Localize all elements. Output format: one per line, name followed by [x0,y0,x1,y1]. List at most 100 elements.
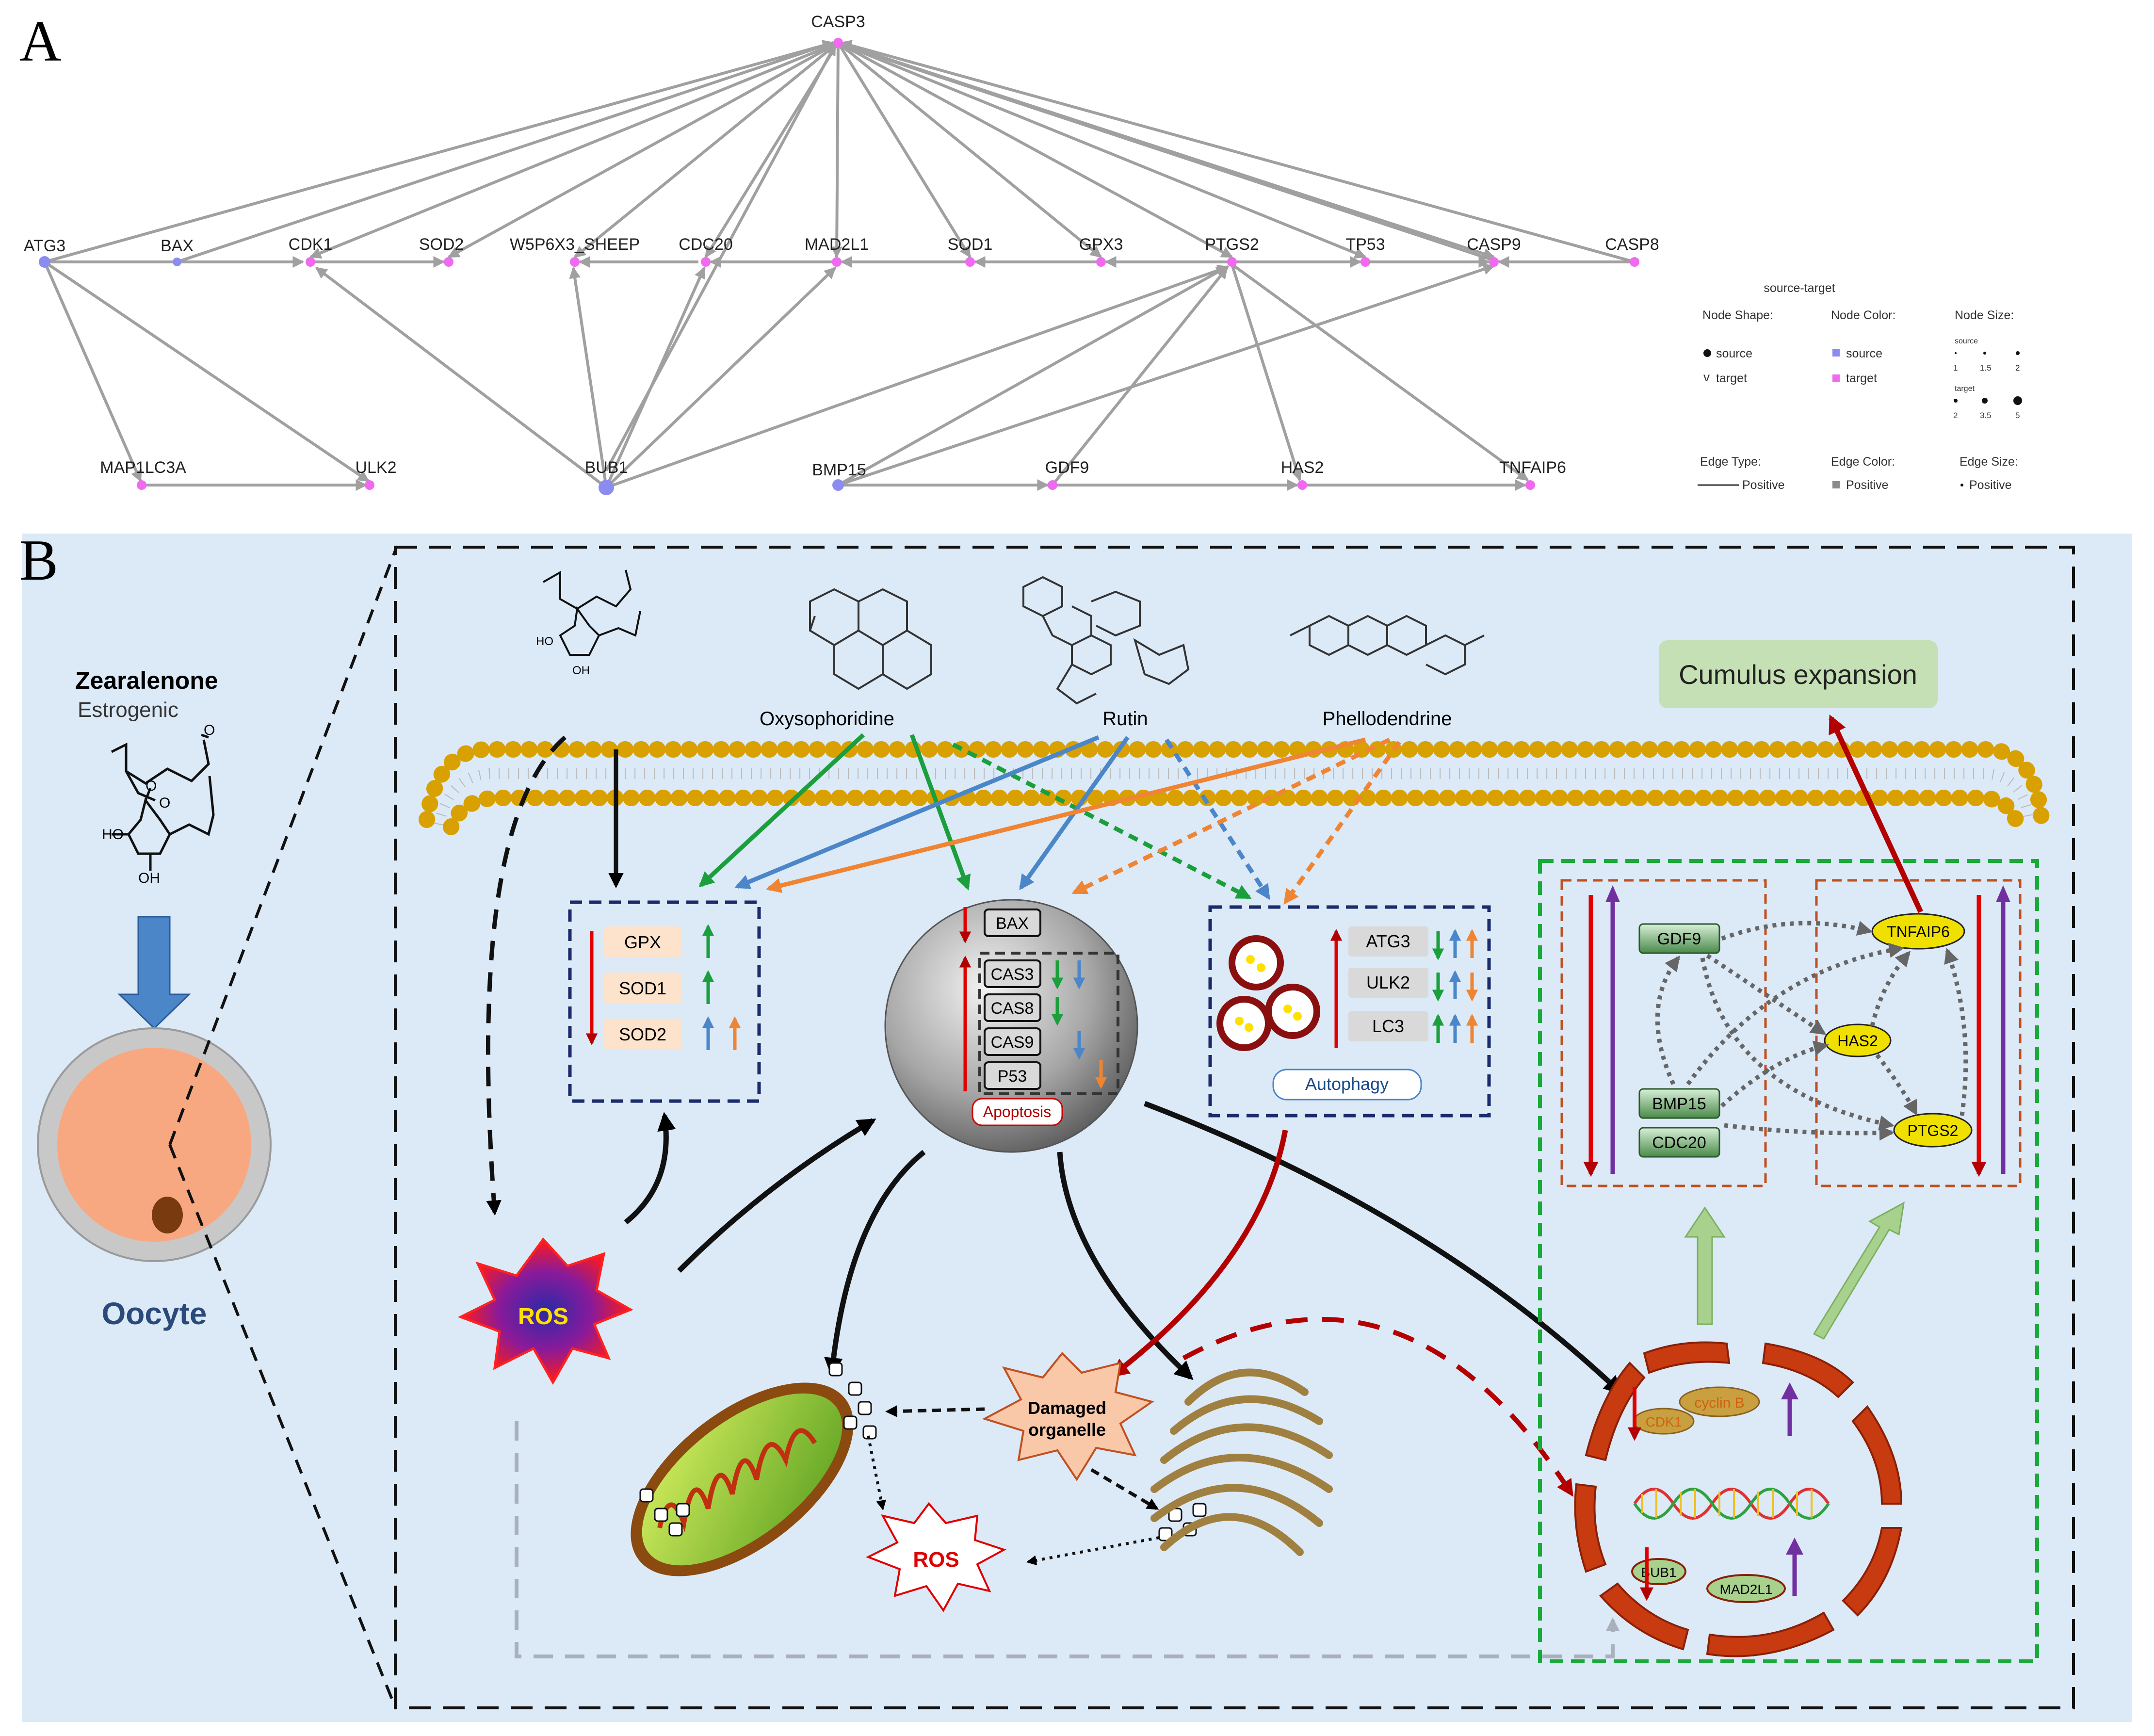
apoptosis-sphere [884,899,1138,1153]
gene-p53: P53 [998,1067,1027,1086]
oocyte [37,1027,272,1262]
gene-ulk2: ULK2 [1366,973,1410,992]
zearalenone-arrow [117,916,191,1030]
node-gpx3: GPX3 [1079,235,1123,254]
legend-shape-target: target [1716,372,1747,385]
oxysophoridine-structure [809,588,932,690]
gene-tnfaip6: TNFAIP6 [1887,923,1950,941]
panel-b: B Zearalenone Estrogenic HO OH O O O Ooc… [19,528,2132,1722]
zearalenone-structure [111,733,215,871]
node-tp53: TP53 [1345,235,1385,254]
gene-atg3: ATG3 [1366,931,1410,951]
ros-secondary-burst [866,1502,1006,1612]
node-map1lc3a: MAP1LC3A [100,458,186,477]
up-arrow-left [1684,1206,1726,1325]
granulosa-genes-left: GDF9 BMP15 CDC20 [1638,923,1720,1158]
damaged-label-line2: organelle [1028,1420,1106,1440]
panel-b-label: B [19,528,58,592]
legend-edge-type-title: Edge Type: [1700,455,1761,469]
zoom-frame [394,546,2075,1709]
network-edges [43,40,1635,491]
node-gdf9: GDF9 [1045,458,1089,477]
zea-inner-oh: OH [572,664,590,677]
left-orange-box [1560,879,1767,1187]
tnfaip6-to-cumulus-arrow [1829,714,1923,913]
gene-cas8: CAS8 [991,999,1034,1018]
damaged-label-line1: Damaged [1028,1398,1106,1418]
gene-sod2: SOD2 [619,1024,666,1044]
panel-a-label: A [19,9,62,73]
node-bax: BAX [161,237,194,255]
autophagy-to-damage-arrow [1110,1129,1288,1378]
gene-cas9: CAS9 [991,1033,1034,1052]
right-orange-box [1815,879,2022,1187]
legend-size-source-tick-3: 2 [2015,363,2020,373]
rutin-structure [1022,576,1190,705]
legend-edge-size-value: Positive [1969,478,2012,492]
dna-helix [1633,1488,1830,1520]
node-sod1: SOD1 [948,235,993,254]
cell-membrane [419,741,2050,835]
gene-gdf9: GDF9 [1657,930,1701,948]
golgi-apparatus [1150,1368,1333,1556]
node-tnfaip6: TNFAIP6 [1499,458,1566,477]
node-casp9: CASP9 [1467,235,1521,254]
apoptosis-inner-genes: CAS3 CAS8 CAS9 P53 [984,959,1041,1090]
cumulus-box [1659,640,1938,708]
nucleus-envelope [1574,1341,1903,1657]
legend-size-source-tick-2: 1.5 [1980,363,1992,373]
estrogenic-label: Estrogenic [78,698,178,722]
apoptosis-label: Apoptosis [983,1103,1052,1120]
zea-o-2: O [159,795,170,811]
zoom-line-bottom [168,1144,397,1708]
legend-title: source-target [1764,281,1835,295]
nucleus-mad2l1: MAD2L1 [1720,1582,1773,1597]
legend-size-target-label: target [1955,385,1975,393]
gene-cdc20: CDC20 [1652,1134,1706,1152]
zea-oh-2: OH [138,870,160,886]
gene-bax: BAX [996,914,1029,933]
legend-shape-source: source [1716,347,1752,360]
legend-node-color-title: Node Color: [1831,308,1895,322]
ros-main-burst [457,1237,633,1385]
legend-size-target-tick-2: 3.5 [1980,411,1992,420]
node-casp3: CASP3 [811,13,865,31]
node-casp8: CASP8 [1605,235,1659,254]
chevron-down-icon: v [1703,370,1710,384]
node-cdc20: CDC20 [679,235,732,254]
mitochondrion [631,1382,854,1576]
phellodendrine-label: Phellodendrine [1323,708,1452,730]
rutin-label: Rutin [1102,708,1148,730]
node-has2: HAS2 [1281,458,1324,477]
node-cdk1: CDK1 [289,235,333,254]
zea-inner-ho: HO [536,635,553,648]
node-sod2: SOD2 [419,235,464,254]
network-legend: source-target Node Shape: Node Color: No… [1698,281,2022,492]
legend-node-shape-title: Node Shape: [1702,308,1773,322]
gene-cas3: CAS3 [991,965,1034,984]
ros-secondary-label: ROS [913,1548,959,1572]
gene-gpx: GPX [624,932,661,952]
legend-size-source-label: source [1955,337,1978,345]
compound-arrows [486,733,1401,1216]
oocyte-label: Oocyte [102,1296,207,1331]
network-nodes [39,38,1639,495]
black-arrows [624,1101,1623,1395]
legend-size-source-tick-1: 1 [1953,363,1958,373]
gene-sod1: SOD1 [619,978,666,998]
zea-o-1: O [146,778,157,794]
legend-size-target-tick-1: 2 [1953,411,1958,420]
damage-to-nucleus-arrow [1182,1317,1574,1497]
zearalenone-title: Zearalenone [75,667,218,694]
node-w5p6x3: W5P6X3_SHEEP [510,235,640,254]
ros-main-label: ROS [518,1304,568,1330]
autophagy-genes: ATG3 ULK2 LC3 [1348,926,1428,1041]
gene-has2: HAS2 [1837,1032,1878,1050]
legend-edge-color-title: Edge Color: [1831,455,1895,469]
gene-bmp15: BMP15 [1652,1095,1706,1113]
nucleus-cyclin: cyclin B [1694,1395,1744,1411]
panel-a: A [19,9,2022,495]
nucleus-cdk1: CDK1 [1646,1414,1682,1429]
zea-structure-inner [543,569,641,656]
node-mad2l1: MAD2L1 [805,235,869,254]
